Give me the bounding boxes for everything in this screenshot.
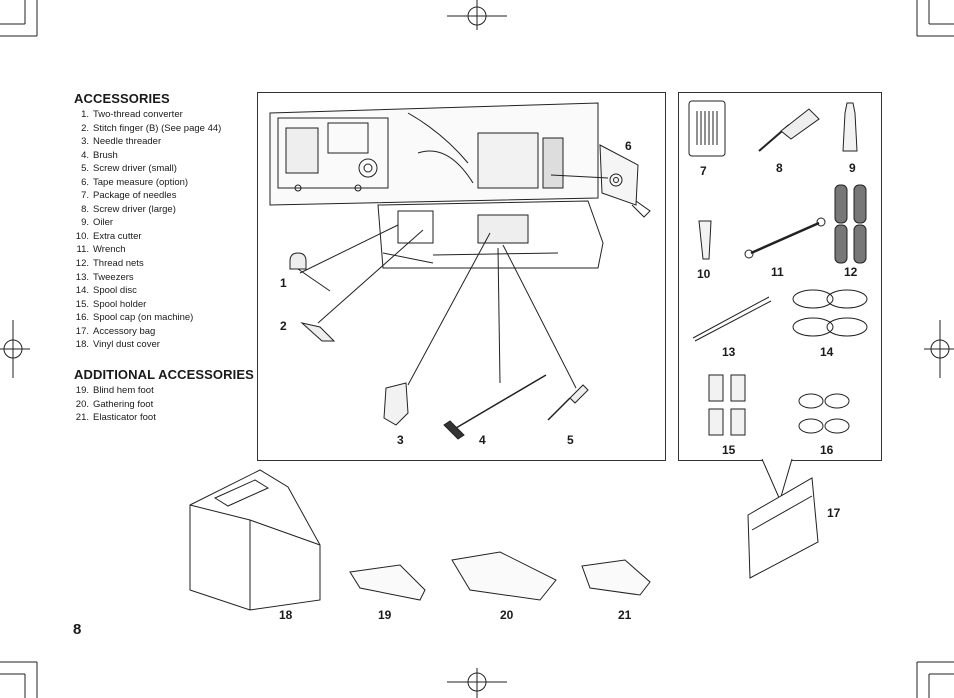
list-item: 2.Stitch finger (B) (See page 44) (81, 122, 222, 134)
machine-illustration (269, 102, 651, 440)
additional-accessories-heading: ADDITIONAL ACCESSORIES (74, 367, 254, 382)
list-item: 8.Screw driver (large) (81, 203, 176, 215)
callout-17: 17 (827, 506, 841, 520)
list-item: 20.Gathering foot (75, 398, 154, 410)
list-item: 11.Wrench (76, 244, 126, 256)
callout-11: 11 (771, 265, 784, 279)
list-item: 1.Two-thread converter (81, 109, 183, 120)
callout-18: 18 (279, 608, 293, 622)
callout-1: 1 (280, 276, 287, 290)
callout-8: 8 (776, 161, 783, 175)
callout-6: 6 (625, 139, 632, 153)
list-item: 12.Thread nets (75, 258, 144, 270)
additional-accessories-list: 19.Blind hem foot 20.Gathering foot 21.E… (71, 384, 156, 425)
callout-5: 5 (567, 433, 574, 447)
callout-21: 21 (618, 608, 632, 622)
accessories-list: 1.Two-thread converter 2.Stitch finger (… (71, 108, 222, 352)
callout-13: 13 (722, 345, 736, 359)
list-item: 13.Tweezers (75, 271, 134, 283)
callout-3: 3 (397, 433, 404, 447)
list-item: 18.Vinyl dust cover (75, 339, 160, 351)
list-item: 4.Brush (81, 149, 118, 161)
list-item: 3.Needle threader (81, 136, 162, 148)
accessories-heading: ACCESSORIES (74, 91, 170, 106)
list-item: 6.Tape measure (option) (81, 176, 189, 188)
list-item: 7.Package of needles (81, 190, 177, 202)
callout-7: 7 (700, 164, 707, 178)
callout-12: 12 (844, 265, 858, 279)
list-item: 16.Spool cap (on machine) (75, 312, 194, 324)
list-item: 21.Elasticator foot (75, 412, 156, 424)
page-number: 8 (73, 621, 82, 638)
callout-10: 10 (697, 267, 711, 281)
callout-20: 20 (500, 608, 514, 622)
callout-2: 2 (280, 319, 287, 333)
callout-16: 16 (820, 443, 834, 457)
callout-14: 14 (820, 345, 834, 359)
accessories-grid (688, 100, 868, 436)
list-item: 17.Accessory bag (75, 325, 156, 337)
list-item: 15.Spool holder (75, 298, 147, 310)
list-item: 5.Screw driver (small) (81, 163, 177, 175)
callout-9: 9 (849, 161, 856, 175)
list-item: 14.Spool disc (75, 285, 137, 297)
callout-19: 19 (378, 608, 392, 622)
list-item: 19.Blind hem foot (75, 385, 154, 396)
list-item: 9.Oiler (81, 217, 114, 229)
callout-15: 15 (722, 443, 736, 457)
list-item: 10.Extra cutter (75, 230, 142, 242)
callout-4: 4 (479, 433, 486, 447)
